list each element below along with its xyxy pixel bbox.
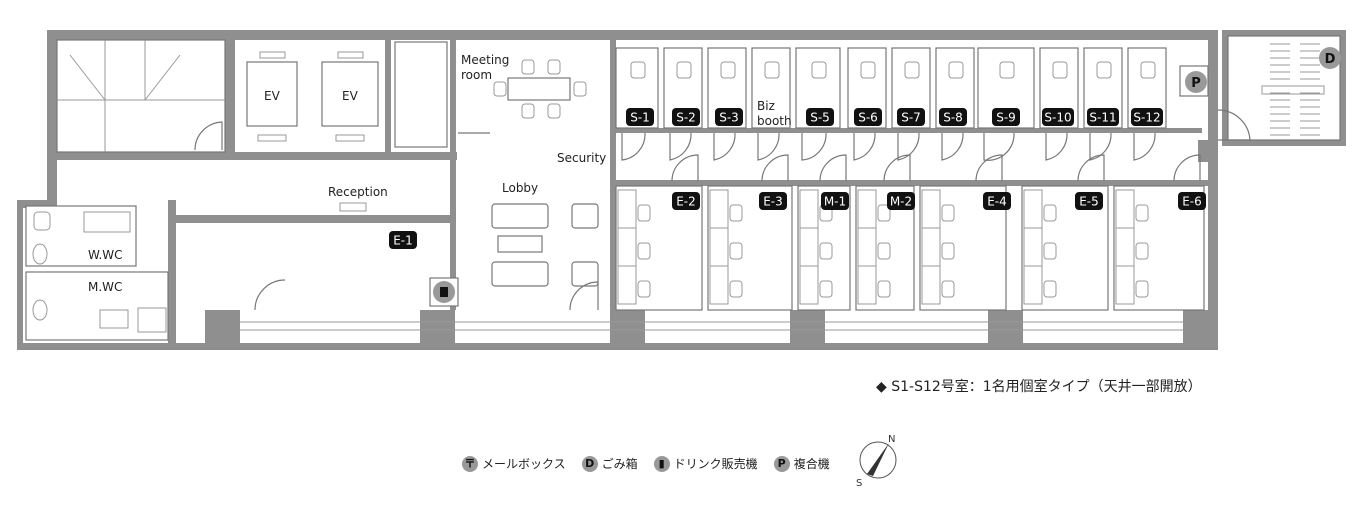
room-tag-e5: E-5 xyxy=(1075,192,1103,210)
room-tag-m1: M-1 xyxy=(821,192,849,210)
legend-label: ドリンク販売機 xyxy=(673,457,758,471)
room-tag-label: M-2 xyxy=(890,195,912,209)
room-tag-label: S-10 xyxy=(1044,111,1071,125)
staircase-left xyxy=(56,39,226,153)
room-tag-s3: S-3 xyxy=(715,108,743,126)
compass-needle-icon xyxy=(867,443,889,476)
e-room-row xyxy=(615,154,1205,311)
room-tag-s5: S-5 xyxy=(806,108,834,126)
room-tag-s10: S-10 xyxy=(1042,108,1074,126)
mailbox-icon: 〒 xyxy=(462,455,478,472)
room-tag-label: M-1 xyxy=(824,195,846,209)
printer-icon: P xyxy=(773,455,790,472)
meeting-table xyxy=(493,59,587,119)
room-tag-label: E-3 xyxy=(763,195,783,209)
room-tag-e4: E-4 xyxy=(983,192,1011,210)
biz-booth-label-2: booth xyxy=(757,114,792,128)
room-tag-label: S-5 xyxy=(810,111,830,125)
room-note: ◆ S1-S12号室：1名用個室タイプ（天井一部開放） xyxy=(876,379,1202,395)
room-tag-s6: S-6 xyxy=(854,108,882,126)
lobby-furniture xyxy=(458,132,599,311)
ev1-label: EV xyxy=(264,89,281,103)
room-tag-s11: S-11 xyxy=(1087,108,1119,126)
room-tag-s7: S-7 xyxy=(897,108,925,126)
reception-label: Reception xyxy=(328,185,388,199)
room-tag-label: S-11 xyxy=(1089,111,1116,125)
room-tag-e2: E-2 xyxy=(672,192,700,210)
room-tag-label: S-7 xyxy=(901,111,921,125)
room-tag-label: S-9 xyxy=(996,111,1016,125)
legend-drink: ▮ドリンク販売機 xyxy=(653,455,758,472)
reception-desk xyxy=(339,202,367,212)
drink-vending-icon: ▮ xyxy=(653,455,670,472)
room-tag-label: E-1 xyxy=(393,234,413,248)
room-tag-s12: S-12 xyxy=(1131,108,1163,126)
room-tag-label: S-12 xyxy=(1133,111,1160,125)
room-tag-m2: M-2 xyxy=(887,192,915,210)
legend-label: メールボックス xyxy=(482,457,566,471)
room-tag-e1: E-1 xyxy=(389,231,417,249)
room-tag-s2: S-2 xyxy=(672,108,700,126)
lobby-label: Lobby xyxy=(502,181,538,195)
printer-marker: P xyxy=(1179,65,1209,97)
drink-vending-icon xyxy=(440,287,448,297)
ev2-label: EV xyxy=(342,89,359,103)
trash-marker: D xyxy=(1319,47,1341,69)
drink-vending-marker xyxy=(429,277,459,307)
compass-south: S xyxy=(856,478,862,489)
legend-label: ごみ箱 xyxy=(601,457,638,471)
room-tag-label: S-1 xyxy=(630,111,650,125)
room-tag-label: S-3 xyxy=(719,111,739,125)
legend-label: 複合機 xyxy=(793,457,830,471)
s-room-row xyxy=(615,47,1167,161)
room-tag-label: E-4 xyxy=(987,195,1007,209)
room-tag-s8: S-8 xyxy=(939,108,967,126)
restrooms xyxy=(25,205,286,341)
room-tag-s9: S-9 xyxy=(992,108,1020,126)
trash-icon: D xyxy=(1325,52,1336,67)
wwc-label: W.WC xyxy=(88,248,123,262)
trash-icon: D xyxy=(581,455,598,472)
room-tag-e3: E-3 xyxy=(759,192,787,210)
room-tag-label: S-8 xyxy=(943,111,963,125)
room-tag-label: E-5 xyxy=(1079,195,1099,209)
security-label: Security xyxy=(557,151,606,165)
shaft xyxy=(394,41,448,148)
window-band xyxy=(240,321,1183,331)
walls xyxy=(17,30,1218,350)
room-tag-label: E-6 xyxy=(1182,195,1202,209)
room-tag-label: E-2 xyxy=(676,195,696,209)
meeting-room-label-2: room xyxy=(461,68,492,82)
elevators xyxy=(246,51,379,142)
room-tag-label: S-2 xyxy=(676,111,696,125)
room-tag-s1: S-1 xyxy=(626,108,654,126)
room-tag-label: S-6 xyxy=(858,111,878,125)
mwc-label: M.WC xyxy=(88,280,122,294)
biz-booth-label: Biz xyxy=(757,99,775,113)
room-tag-e6: E-6 xyxy=(1178,192,1206,210)
compass: N S xyxy=(856,434,897,489)
legend-mailbox: 〒メールボックス xyxy=(462,455,566,472)
staircase-right xyxy=(1217,30,1346,146)
meeting-room-label: Meeting xyxy=(461,53,509,67)
compass-north: N xyxy=(888,434,895,445)
printer-icon: P xyxy=(1191,76,1201,91)
